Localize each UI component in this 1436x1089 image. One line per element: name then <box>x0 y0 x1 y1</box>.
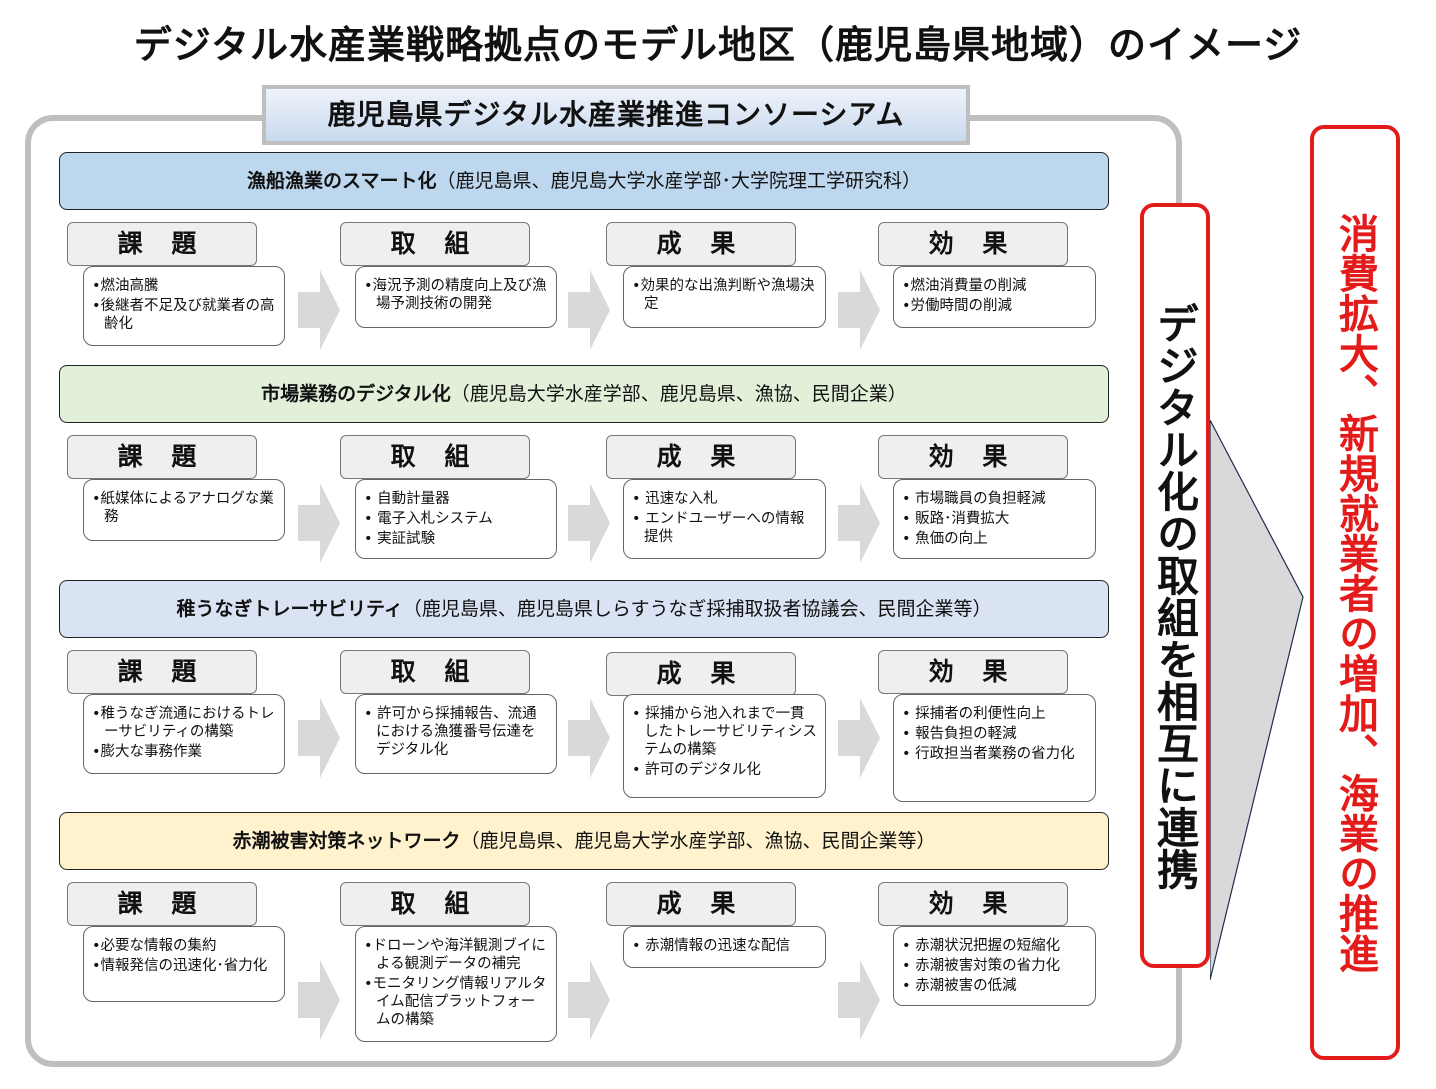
arrow-right-icon <box>568 270 610 350</box>
arrow-right-icon <box>298 270 340 350</box>
content-box: • 採捕から池入れまで一貫したトレーサビリティシステムの構築 • 許可のデジタル化 <box>623 694 826 798</box>
content-box: •紙媒体によるアナログな業務 <box>83 479 285 541</box>
content-box: •効果的な出漁判断や漁場決定 <box>623 266 826 328</box>
bullet-item: •紙媒体によるアナログな業務 <box>92 491 274 525</box>
content-box: • 迅速な入札 • エンドユーザーへの情報提供 <box>623 479 826 559</box>
bullet-item: • 迅速な入札 <box>632 491 718 507</box>
bullet-item: •稚うなぎ流通におけるトレーサビリティの構築 <box>92 706 275 740</box>
section-partners: （鹿児島県、鹿児島大学水産学部、漁協、民間企業等） <box>460 830 936 852</box>
section-partners: （鹿児島県、鹿児島県しらすうなぎ採捕取扱者協議会、民間企業等） <box>402 598 992 620</box>
bullet-item: •労働時間の削減 <box>902 298 1013 314</box>
content-box: • 採捕者の利便性向上 • 報告負担の軽減 • 行政担当者業務の省力化 <box>893 694 1096 802</box>
bullet-item: • 魚価の向上 <box>902 531 988 547</box>
bullet-item: • 行政担当者業務の省力化 <box>902 746 1075 762</box>
bullet-item: • 赤潮情報の迅速な配信 <box>632 938 791 954</box>
bullet-item: • 自動計量器 <box>364 491 450 507</box>
column-label: 取 組 <box>340 650 530 694</box>
bullet-item: •後継者不足及び就業者の高齢化 <box>92 298 275 332</box>
bullet-item: •ドローンや海洋観測ブイによる観測データの補完 <box>364 938 546 972</box>
column-label: 取 組 <box>340 882 530 926</box>
column-label: 課 題 <box>67 882 257 926</box>
arrow-right-icon <box>298 483 340 563</box>
bullet-item: •情報発信の迅速化･省力化 <box>92 958 268 974</box>
bullet-item: • 市場職員の負担軽減 <box>902 491 1046 507</box>
section-name: 市場業務のデジタル化 <box>261 383 451 405</box>
arrow-right-icon <box>838 698 880 778</box>
bullet-item: • 許可のデジタル化 <box>632 762 761 778</box>
content-box: •稚うなぎ流通におけるトレーサビリティの構築 •膨大な事務作業 <box>83 694 285 774</box>
bullet-item: •海況予測の精度向上及び漁場予測技術の開発 <box>364 278 547 312</box>
big-arrow-icon <box>1210 420 1304 981</box>
bullet-item: •膨大な事務作業 <box>92 744 203 760</box>
bullet-item: •効果的な出漁判断や漁場決定 <box>632 278 815 312</box>
bullet-item: •燃油高騰 <box>92 278 159 294</box>
column-label: 成 果 <box>606 222 796 266</box>
bullet-item: • 販路･消費拡大 <box>902 511 1010 527</box>
bullet-item: • 採捕から池入れまで一貫したトレーサビリティシステムの構築 <box>632 706 817 758</box>
content-box: • 赤潮情報の迅速な配信 <box>623 926 826 968</box>
bullet-item: • 許可から採捕報告、流通における漁獲番号伝達をデジタル化 <box>364 706 537 758</box>
bullet-item: •必要な情報の集約 <box>92 938 217 954</box>
arrow-right-icon <box>298 698 340 778</box>
content-box: •ドローンや海洋観測ブイによる観測データの補完 •モニタリング情報リアルタイム配信… <box>355 926 557 1042</box>
bullet-item: • 実証試験 <box>364 531 436 547</box>
arrow-right-icon <box>298 960 340 1040</box>
content-box: • 市場職員の負担軽減 • 販路･消費拡大 • 魚価の向上 <box>893 479 1096 559</box>
bullet-item: • 報告負担の軽減 <box>902 726 1017 742</box>
content-box: • 赤潮状況把握の短縮化 • 赤潮被害対策の省力化 • 赤潮被害の低減 <box>893 926 1096 1006</box>
arrow-right-icon <box>568 483 610 563</box>
section-header: 稚うなぎトレーサビリティ（鹿児島県、鹿児島県しらすうなぎ採捕取扱者協議会、民間企… <box>59 580 1109 638</box>
bullet-item: • 赤潮被害対策の省力化 <box>902 958 1061 974</box>
bullet-item: • エンドユーザーへの情報提供 <box>632 511 805 545</box>
column-label: 成 果 <box>606 882 796 926</box>
bullet-item: • 採捕者の利便性向上 <box>902 706 1046 722</box>
section-name: 赤潮被害対策ネットワーク <box>232 830 461 852</box>
bullet-item: • 電子入札システム <box>364 511 493 527</box>
section-name: 漁船漁業のスマート化 <box>247 170 437 192</box>
content-box: • 許可から採捕報告、流通における漁獲番号伝達をデジタル化 <box>355 694 557 774</box>
content-box: •必要な情報の集約 •情報発信の迅速化･省力化 <box>83 926 285 1002</box>
arrow-right-icon <box>568 960 610 1040</box>
content-box: •海況予測の精度向上及び漁場予測技術の開発 <box>355 266 557 328</box>
consortium-title: 鹿児島県デジタル水産業推進コンソーシアム <box>262 85 970 145</box>
arrow-right-icon <box>838 960 880 1040</box>
section-partners: （鹿児島大学水産学部、鹿児島県、漁協、民間企業） <box>450 383 907 405</box>
content-box: •燃油高騰 •後継者不足及び就業者の高齢化 <box>83 266 285 346</box>
section-header: 漁船漁業のスマート化（鹿児島県、鹿児島大学水産学部･大学院理工学研究科） <box>59 152 1109 210</box>
column-label: 課 題 <box>67 435 257 479</box>
content-box: • 自動計量器 • 電子入札システム • 実証試験 <box>355 479 557 559</box>
bullet-item: • 赤潮被害の低減 <box>902 978 1017 994</box>
content-box: •燃油消費量の削減 •労働時間の削減 <box>893 266 1096 328</box>
section-name: 稚うなぎトレーサビリティ <box>176 598 403 620</box>
digital-collaboration-box: デジタル化の取組を相互に連携 <box>1140 203 1210 968</box>
column-label: 成 果 <box>606 435 796 479</box>
arrow-right-icon <box>838 483 880 563</box>
column-label: 取 組 <box>340 435 530 479</box>
column-label: 効 果 <box>878 882 1068 926</box>
column-label: 効 果 <box>878 650 1068 694</box>
column-label: 課 題 <box>67 222 257 266</box>
column-label: 課 題 <box>67 650 257 694</box>
column-label: 効 果 <box>878 222 1068 266</box>
arrow-right-icon <box>838 270 880 350</box>
arrow-right-icon <box>568 698 610 778</box>
bullet-item: • 赤潮状況把握の短縮化 <box>902 938 1061 954</box>
section-header: 市場業務のデジタル化（鹿児島大学水産学部、鹿児島県、漁協、民間企業） <box>59 365 1109 423</box>
column-label: 効 果 <box>878 435 1068 479</box>
section-partners: （鹿児島県、鹿児島大学水産学部･大学院理工学研究科） <box>436 170 921 192</box>
column-label: 成 果 <box>606 652 796 696</box>
outcome-box: 消費拡大、新規就業者の増加、海業の推進 <box>1310 125 1400 1060</box>
section-header: 赤潮被害対策ネットワーク（鹿児島県、鹿児島大学水産学部、漁協、民間企業等） <box>59 812 1109 870</box>
bullet-item: •燃油消費量の削減 <box>902 278 1027 294</box>
column-label: 取 組 <box>340 222 530 266</box>
page-title: デジタル水産業戦略拠点のモデル地区（鹿児島県地域）のイメージ <box>133 23 1303 67</box>
bullet-item: •モニタリング情報リアルタイム配信プラットフォームの構築 <box>364 976 547 1028</box>
